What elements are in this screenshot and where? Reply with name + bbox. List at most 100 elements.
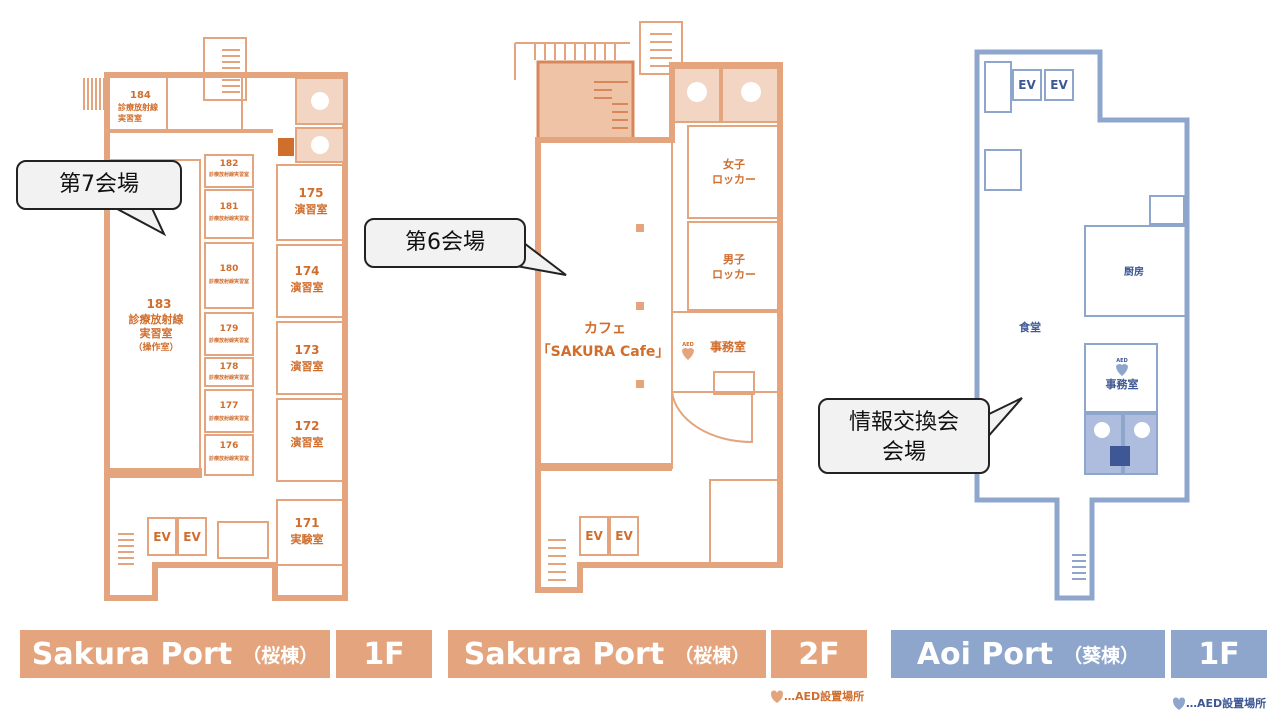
room-172 [276,398,346,482]
room-182-number: 182 [220,159,239,169]
room-179-name: 診療放射線実習室 [209,337,249,344]
restroom-icon-2 [311,136,329,154]
room-171-name: 実験室 [291,532,324,546]
callout-venue-6: 第6会場 [364,218,526,268]
railing [514,42,630,80]
ev-aoi-2-label: EV [1050,78,1068,92]
male-locker-line1: 男子 [723,253,745,266]
stairs-aoi-bottom [1072,554,1086,580]
kitchen [1084,225,1188,317]
room-184-name2: 実習室 [118,113,142,123]
stair-block [536,60,635,142]
aed-icon [682,348,694,360]
office-aoi-label: 事務室 [1106,377,1139,391]
room-177-number: 177 [220,401,239,411]
room-179 [204,312,254,356]
male-locker-line2: ロッカー [712,268,756,281]
stairs-top [203,37,247,101]
stairs-icon [222,49,240,93]
sakura-2f-building-sub: （桜棟） [674,644,751,667]
stairs-left-icon [83,78,105,110]
ev-1 [147,517,177,556]
female-locker-line1: 女子 [723,157,745,171]
room-180-name: 診療放射線実習室 [209,278,249,285]
room-178-number: 178 [220,362,239,372]
restroom-icon [687,82,707,102]
room-175 [276,164,346,241]
cafe-wall [538,463,672,471]
cafe-label-2: 「SAKURA Cafe」 [537,343,670,360]
room-184-number: 184 [130,90,151,101]
room-171 [276,499,346,566]
room-183-name3: （操作室） [133,341,178,353]
aed-legend-aoi: …AED設置場所 [1172,695,1266,711]
room-180-number: 180 [220,264,239,274]
room-2f-bottom [709,479,781,566]
room-171-number: 171 [294,516,319,530]
room-173 [276,321,346,395]
room-182-name: 診療放射線実習室 [209,171,249,178]
room-180 [204,242,254,309]
office-2f-label: 事務室 [710,339,746,354]
ev-2f-2-label: EV [615,529,633,543]
room-177-name: 診療放射線実習室 [209,415,249,422]
wall-strip [107,468,202,478]
ev-aoi-1 [1012,69,1042,101]
room-177 [204,389,254,433]
sakura-1f-building-sub: （桜棟） [242,644,319,667]
room-181-number: 181 [220,202,239,212]
room-176-name: 診療放射線実習室 [209,455,249,462]
sakura-2f-building-name: Sakura Port [463,636,665,672]
room-176 [204,434,254,476]
restroom-icon [1134,422,1150,438]
sakura-2f-name-bar: Sakura Port （桜棟） [448,630,766,678]
room-182 [204,154,254,188]
callout-venue-7-text: 第7会場 [59,172,139,197]
curved-wall [671,391,753,444]
aed-mark-2f: AED [682,342,693,348]
callout-venue-6-text: 第6会場 [405,230,485,255]
male-locker [687,221,781,311]
room-175-number: 175 [298,186,323,200]
stairs-bottom-2f [548,539,566,581]
room-178-name: 診療放射線実習室 [209,374,249,381]
stairs-bottom-icon [118,533,134,565]
sakura-1f-name-bar: Sakura Port （桜棟） [20,630,330,678]
room-172-number: 172 [294,419,319,433]
room-172-name: 演習室 [291,435,324,449]
sakura-1f-floor-label: 1F [363,636,405,672]
room-181-name: 診療放射線実習室 [209,215,249,222]
sakura-2f-floorplan: 女子 ロッカー 男子 ロッカー 事務室 AED カフェ 「SAKURA Cafe… [514,21,783,593]
cafe [537,141,673,469]
office-sub [713,371,755,395]
outer-wall-2f [535,62,783,593]
office-aoi [1084,343,1158,413]
ev-2f-1-label: EV [585,529,603,543]
callout-info-line1: 情報交換会 [848,410,959,435]
aed-legend-aoi-text: …AED設置場所 [1186,697,1267,710]
female-locker [687,125,781,219]
room-184-name1: 診療放射線 [118,102,158,112]
aed-legend-sakura-text: …AED設置場所 [784,690,865,703]
room-173-number: 173 [294,343,319,357]
room-181 [204,189,254,239]
aoi-building-name: Aoi Port [916,636,1054,672]
room-174-name: 演習室 [291,280,324,294]
accessible-icon [1110,446,1130,466]
restroom-icon [741,82,761,102]
ev-2-label: EV [183,530,201,544]
stairs-top-2f [639,21,683,75]
aed-mark-aoi: AED [1116,358,1127,364]
callout-info-exchange: 情報交換会 会場 [818,398,990,474]
aoi-name-bar: Aoi Port （葵棟） [891,630,1165,678]
sakura-2f-floor-bar: 2F [771,630,867,678]
callout-tail-info [984,397,1023,443]
room-175-name: 演習室 [295,202,328,216]
dining-label: 食堂 [1019,320,1041,334]
female-locker-line2: ロッカー [712,173,756,186]
aed-icon [1172,697,1186,710]
aed-icon [770,690,784,703]
aoi-1f-floorplan: EV EV 厨房 食堂 事務室 AED [974,49,1190,601]
corridor-box [217,521,269,559]
room-183-name2: 実習室 [140,326,173,340]
